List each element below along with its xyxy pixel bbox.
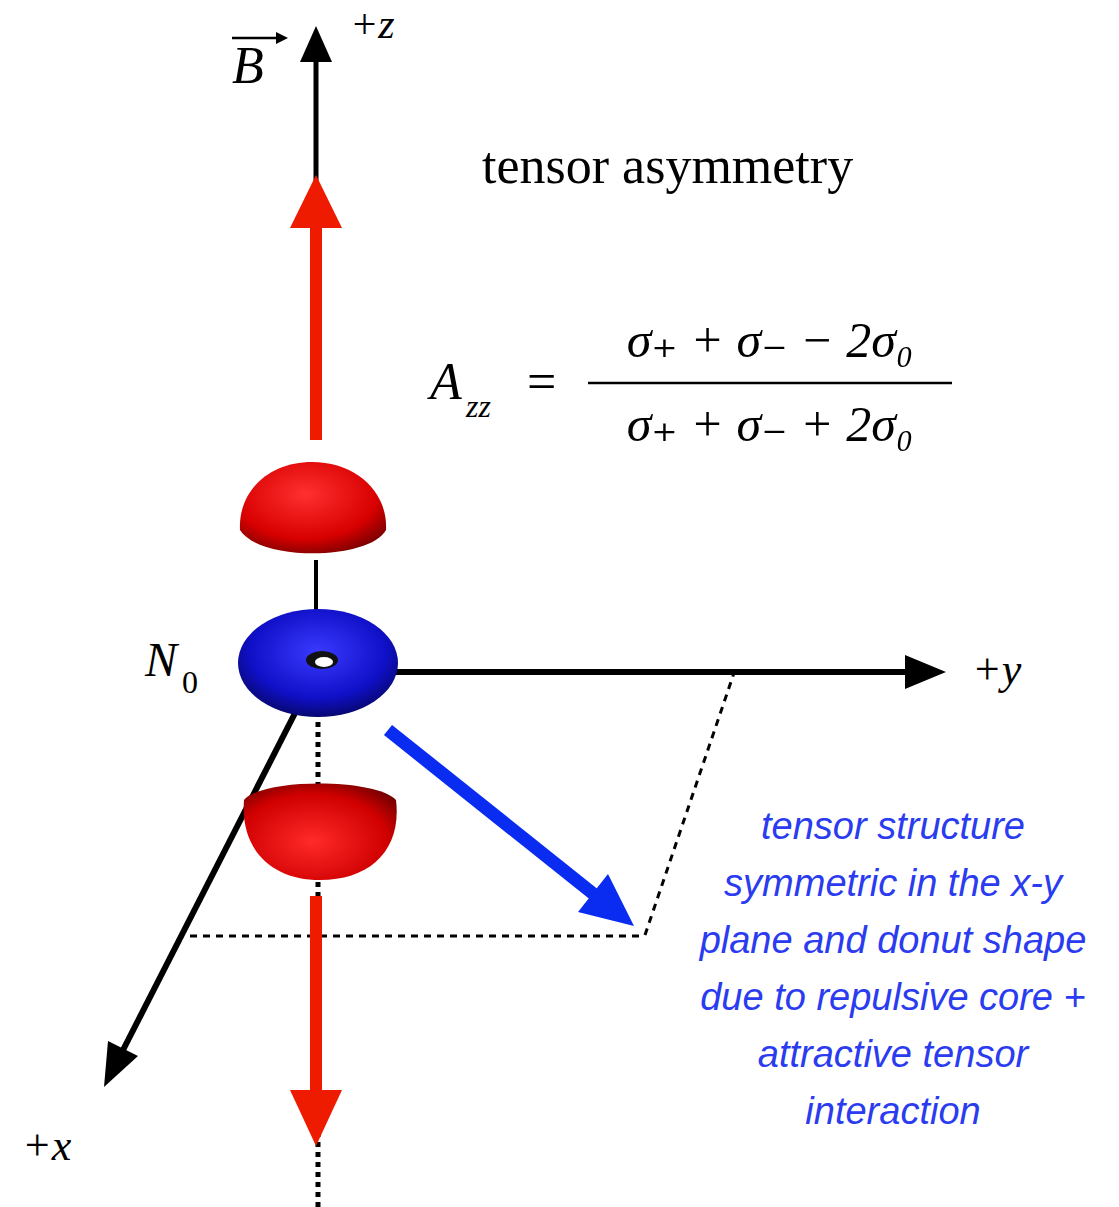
density-lobe: [240, 462, 386, 553]
projection-line: [190, 935, 645, 938]
note: tensor structure symmetric in the x-y pl…: [683, 798, 1103, 1140]
z-axis: [314, 560, 318, 615]
torus-hole: [315, 657, 333, 667]
spin-arrow: [310, 224, 322, 440]
formula-symbol: A: [430, 352, 462, 412]
projection-line: [645, 670, 735, 935]
heading: tensor asymmetry: [482, 136, 853, 196]
axis-arrowhead: [905, 655, 946, 689]
formula-equals: =: [527, 352, 556, 412]
axis-label: +x: [22, 1120, 71, 1171]
formula-subscript: zz: [466, 388, 491, 425]
fraction-bar: [588, 382, 952, 385]
density-torus: [238, 609, 398, 717]
formula-numerator: σ₊ + σ₋ − 2σ₀: [580, 312, 960, 369]
vector-arrowhead: [276, 32, 288, 44]
field-symbol: B: [232, 36, 264, 96]
state-label: N: [145, 632, 177, 687]
spin-arrowhead: [290, 1090, 342, 1146]
blue-arrow: [388, 730, 596, 896]
spin-arrow: [310, 896, 322, 1094]
formula-denominator: σ₊ + σ₋ + 2σ₀: [580, 396, 960, 453]
axis-arrowhead: [104, 1041, 138, 1087]
axis-label: +y: [972, 644, 1021, 695]
blue-arrowhead: [578, 874, 634, 926]
y-axis: [316, 669, 910, 675]
torus-hole: [306, 651, 338, 669]
axis-label: +z: [350, 0, 395, 48]
state-subscript: 0: [182, 664, 198, 701]
axis-arrowhead: [300, 26, 332, 62]
density-lobe: [244, 784, 397, 881]
spin-arrowhead: [290, 175, 342, 228]
